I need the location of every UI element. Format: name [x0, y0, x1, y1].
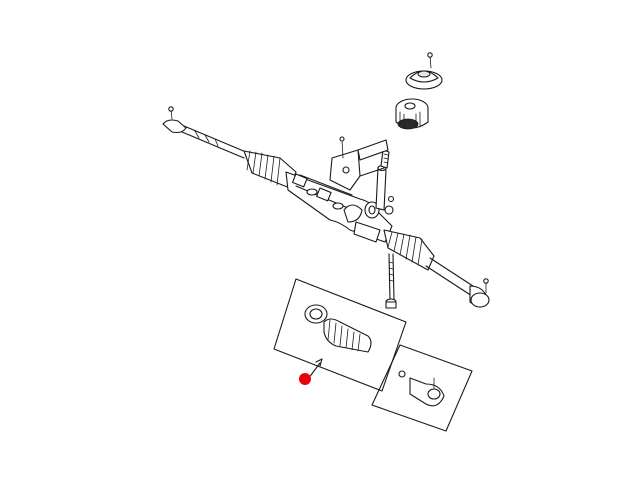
- mounting-bolt[interactable]: [385, 253, 397, 309]
- right-tie-rod[interactable]: [425, 257, 490, 308]
- callout-marker[interactable]: [299, 373, 311, 385]
- left-tie-rod[interactable]: [162, 106, 247, 159]
- mounting-bracket[interactable]: [329, 136, 389, 191]
- right-boot[interactable]: [383, 229, 435, 271]
- steering-rack[interactable]: [285, 149, 395, 243]
- boot-kit[interactable]: [273, 278, 407, 392]
- pinion-seal[interactable]: [395, 98, 429, 130]
- dust-cap[interactable]: [405, 52, 443, 90]
- tie-rod-end-kit[interactable]: [371, 344, 473, 432]
